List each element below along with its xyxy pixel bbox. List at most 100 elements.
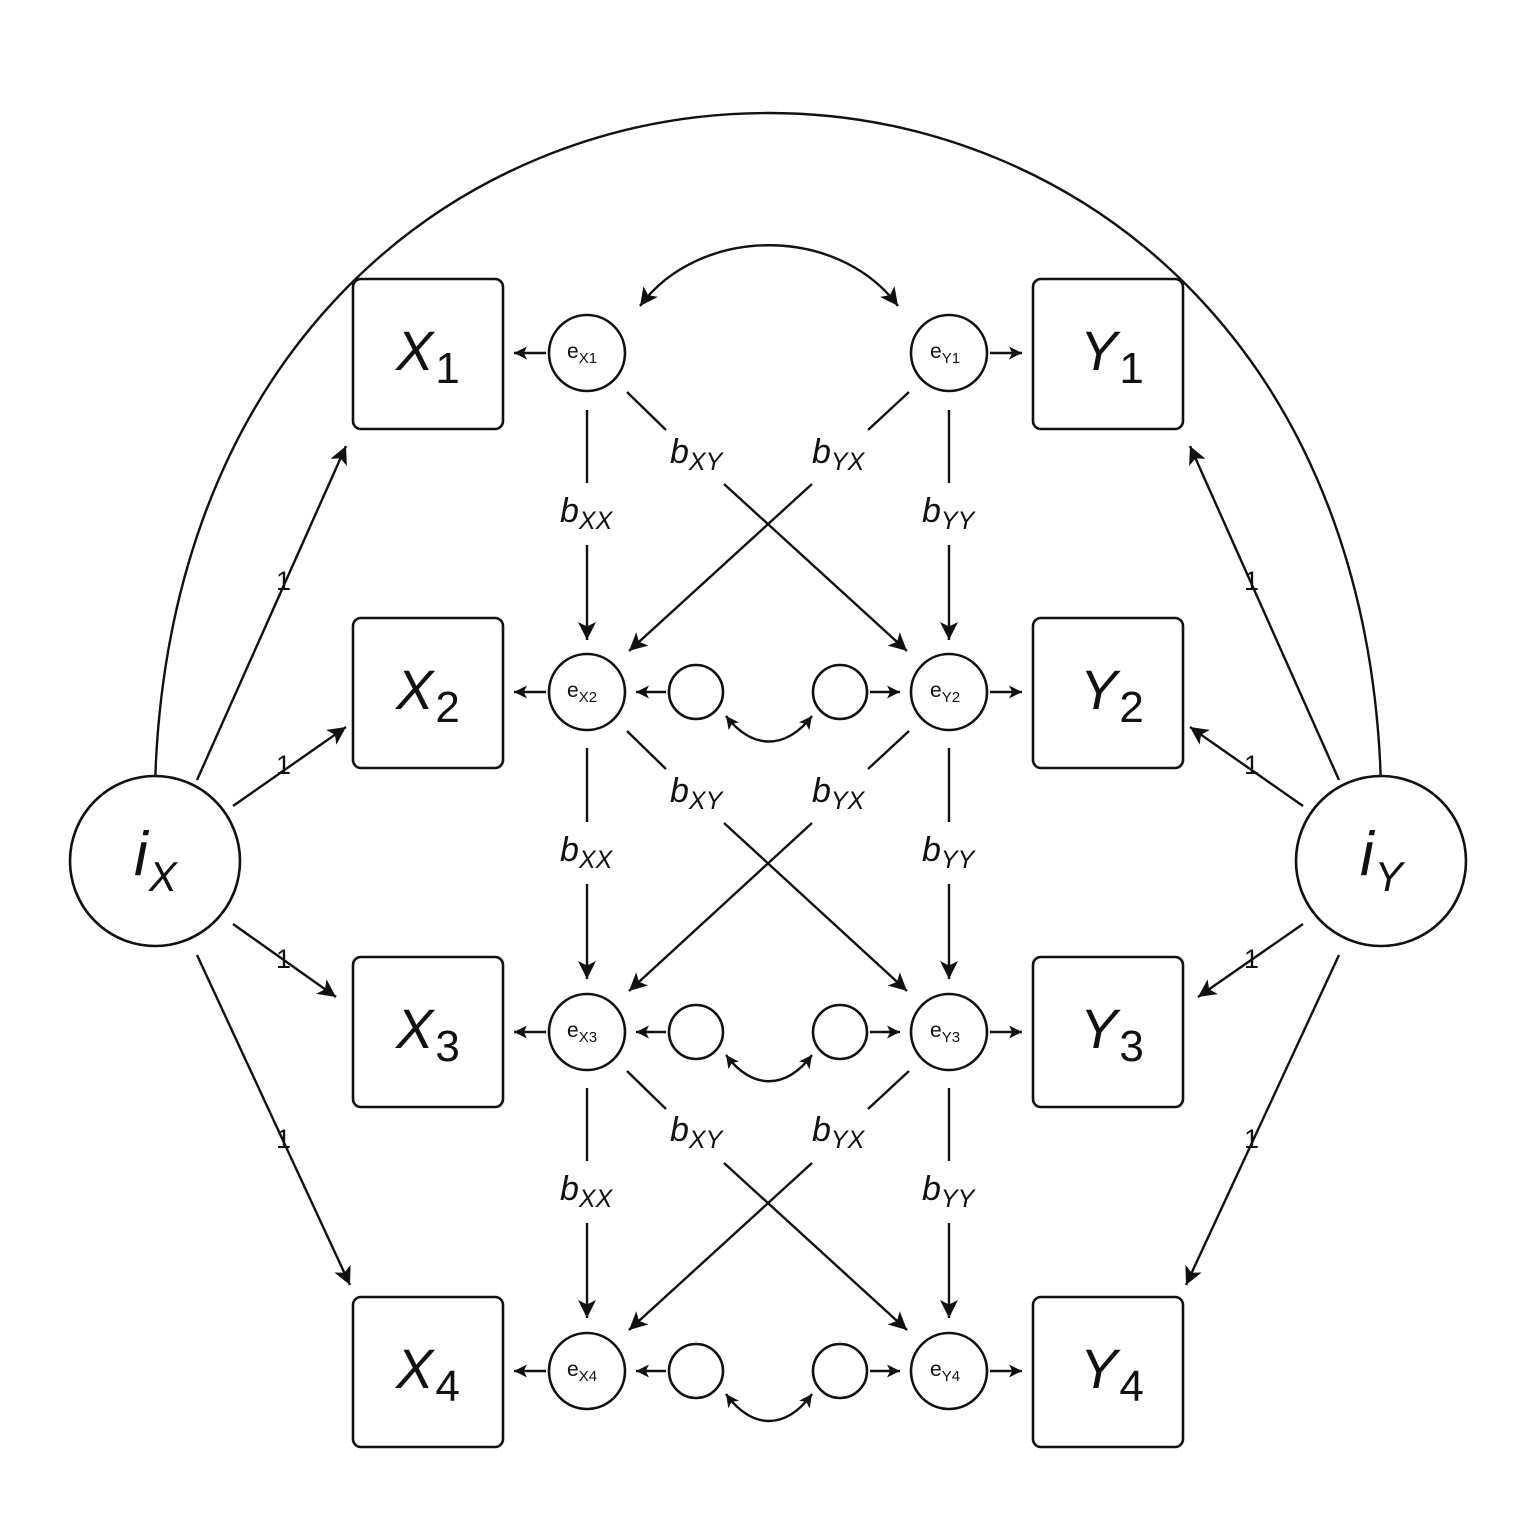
- innovation-x3: [667, 1003, 725, 1061]
- intercept-covariance-arc: [145, 112, 1391, 843]
- observed-x3-node: X3: [351, 955, 505, 1109]
- innovation-x2: [667, 663, 725, 721]
- observed-x4-node: X4: [351, 1295, 505, 1449]
- svg-text:eY4: eY4: [930, 1358, 960, 1385]
- y2-name: Y: [1080, 658, 1121, 721]
- ey3-sub: Y3: [942, 1029, 960, 1046]
- bxy-path-3b: [723, 1162, 908, 1331]
- y2-index: 2: [1119, 683, 1143, 732]
- bxy-path-1b: [723, 483, 908, 652]
- loading-iy-y4: [1184, 954, 1341, 1286]
- svg-text:Y3: Y3: [1080, 997, 1144, 1071]
- byx-path-1a: [867, 391, 910, 431]
- svg-text:Y2: Y2: [1080, 658, 1144, 732]
- bxy-label-2: bXY: [670, 772, 725, 815]
- x4-name: X: [394, 1337, 436, 1400]
- loading-ix-x3: [232, 923, 337, 998]
- byx-path-1b: [628, 483, 813, 652]
- y1-index: 1: [1119, 344, 1143, 393]
- observed-y1-node: Y1: [1031, 277, 1185, 431]
- byx-label-3: bYX: [812, 1111, 866, 1154]
- y3-index: 3: [1119, 1022, 1143, 1071]
- loading-label-ix-x4: 1: [276, 1124, 291, 1154]
- loading-iy-y2: [1189, 726, 1304, 807]
- svg-text:eX1: eX1: [567, 340, 597, 367]
- innovation-y3: [811, 1003, 869, 1061]
- y4-name: Y: [1080, 1337, 1121, 1400]
- ey4-e: e: [930, 1358, 942, 1381]
- svg-text:X2: X2: [394, 658, 460, 732]
- svg-text:X3: X3: [394, 997, 460, 1071]
- x1-index: 1: [435, 344, 459, 393]
- iy-sub: Y: [1375, 853, 1406, 900]
- svg-text:eX3: eX3: [567, 1019, 597, 1046]
- labels-layer: 1 1 1 1 1 1 1 1 bXX bXX bXX bYY bYY bYY …: [276, 433, 1259, 1213]
- observed-y2-node: Y2: [1031, 616, 1185, 770]
- byx-path-2b: [628, 822, 813, 992]
- ix-sub: X: [148, 853, 179, 900]
- error-x3-node: eX3: [547, 992, 627, 1072]
- byx-label-2: bYX: [812, 772, 866, 815]
- svg-text:iX: iX: [134, 820, 179, 900]
- byx-path-3a: [867, 1070, 910, 1110]
- error-y1-node: eY1: [909, 313, 989, 393]
- ex2-sub: X2: [579, 689, 597, 706]
- error-x2-node: eX2: [547, 652, 627, 732]
- loading-ix-x1: [195, 445, 348, 781]
- svg-text:eX4: eX4: [567, 1358, 597, 1385]
- loading-label-iy-y2: 1: [1244, 750, 1259, 780]
- ey3-e: e: [930, 1019, 942, 1042]
- residual-covariance-arc-1: [639, 244, 899, 307]
- bxy-label-1: bXY: [670, 433, 725, 476]
- observed-y4-node: Y4: [1031, 1295, 1185, 1449]
- x2-index: 2: [435, 683, 459, 732]
- svg-text:X1: X1: [394, 319, 460, 393]
- loading-label-ix-x2: 1: [276, 750, 291, 780]
- x3-name: X: [394, 997, 436, 1060]
- ey2-sub: Y2: [942, 689, 960, 706]
- x1-name: X: [394, 319, 436, 382]
- loading-label-iy-y1: 1: [1244, 566, 1259, 596]
- ex3-sub: X3: [579, 1029, 597, 1046]
- bxy-path-1a: [626, 391, 667, 431]
- byy-label-3: bYY: [922, 1170, 977, 1213]
- bxx-label-2: bXX: [560, 831, 614, 874]
- loading-label-iy-y4: 1: [1244, 1124, 1259, 1154]
- ex1-e: e: [567, 340, 579, 363]
- bxx-label-1: bXX: [560, 492, 614, 535]
- edges-layer: [145, 112, 1391, 1423]
- loading-label-ix-x1: 1: [276, 566, 291, 596]
- bxy-path-2b: [723, 822, 908, 992]
- ey1-e: e: [930, 340, 942, 363]
- bxx-label-3: bXX: [560, 1170, 614, 1213]
- error-x1-node: eX1: [547, 313, 627, 393]
- ey1-sub: Y1: [942, 350, 960, 367]
- bxy-label-3: bXY: [670, 1111, 725, 1154]
- svg-text:Y1: Y1: [1080, 319, 1144, 393]
- observed-x1-node: X1: [351, 277, 505, 431]
- error-y3-node: eY3: [909, 992, 989, 1072]
- svg-text:Y4: Y4: [1080, 1337, 1144, 1411]
- byy-label-1: bYY: [922, 492, 977, 535]
- ix-name: i: [134, 820, 150, 889]
- loading-iy-y1: [1188, 445, 1341, 781]
- ex4-e: e: [567, 1358, 579, 1381]
- intercept-x-node: iX: [68, 774, 242, 948]
- y1-name: Y: [1080, 319, 1121, 382]
- x4-index: 4: [435, 1362, 459, 1411]
- observed-y3-node: Y3: [1031, 955, 1185, 1109]
- svg-text:eX2: eX2: [567, 679, 597, 706]
- iy-name: i: [1360, 820, 1376, 889]
- error-y4-node: eY4: [909, 1331, 989, 1411]
- svg-text:eY2: eY2: [930, 679, 960, 706]
- bxy-path-2a: [626, 730, 667, 770]
- byy-label-2: bYY: [922, 831, 977, 874]
- svg-text:X4: X4: [394, 1337, 460, 1411]
- loading-ix-x2: [232, 726, 347, 807]
- error-y2-node: eY2: [909, 652, 989, 732]
- intercept-y-node: iY: [1294, 774, 1468, 948]
- ex2-e: e: [567, 679, 579, 702]
- innovation-y4: [811, 1342, 869, 1400]
- byx-label-1: bYX: [812, 433, 866, 476]
